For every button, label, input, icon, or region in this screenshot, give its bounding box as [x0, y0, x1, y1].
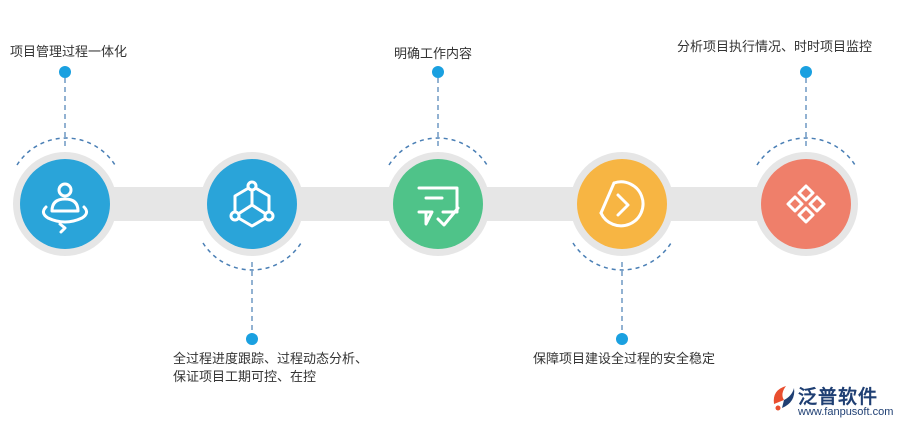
arc-bottom-4	[572, 242, 672, 271]
pie-arrow-icon	[599, 180, 645, 228]
arc-top-5	[756, 137, 856, 166]
step-2-label-line-2: 保证项目工期可控、在控	[173, 370, 317, 385]
dot-5	[800, 66, 812, 78]
leader-lines	[64, 78, 807, 333]
leader-dots	[59, 66, 812, 345]
step-2-label-line-1: 全过程进度跟踪、过程动态分析、	[173, 352, 369, 367]
dot-2	[246, 333, 258, 345]
step-circle-3	[393, 159, 483, 249]
logo-url: www.fanpusoft.com	[798, 406, 894, 418]
diamond-grid-icon	[786, 184, 826, 224]
person-orbit-icon	[41, 182, 89, 234]
dashed-arcs	[16, 137, 856, 271]
hexagon-network-icon	[229, 180, 275, 228]
step-circle-1	[20, 159, 110, 249]
dot-1	[59, 66, 71, 78]
brand-logo: 泛普软件 www.fanpusoft.com	[770, 380, 895, 425]
step-circle-5	[761, 159, 851, 249]
logo-name: 泛普软件	[798, 386, 879, 408]
arc-top-1	[16, 137, 116, 166]
chat-check-icon	[417, 186, 460, 227]
step-3-label: 明确工作内容	[394, 47, 473, 62]
arc-top-3	[388, 137, 488, 166]
logo-mark-icon	[773, 386, 795, 411]
step-1-label: 项目管理过程一体化	[10, 45, 128, 60]
step-5-label: 分析项目执行情况、时时项目监控	[677, 40, 873, 55]
step-circle-4	[577, 159, 667, 249]
dot-4	[616, 333, 628, 345]
dot-3	[432, 66, 444, 78]
arc-bottom-2	[202, 242, 302, 271]
step-4-label: 保障项目建设全过程的安全稳定	[533, 352, 716, 367]
step-2-label: 全过程进度跟踪、过程动态分析、 保证项目工期可控、在控	[173, 351, 368, 387]
